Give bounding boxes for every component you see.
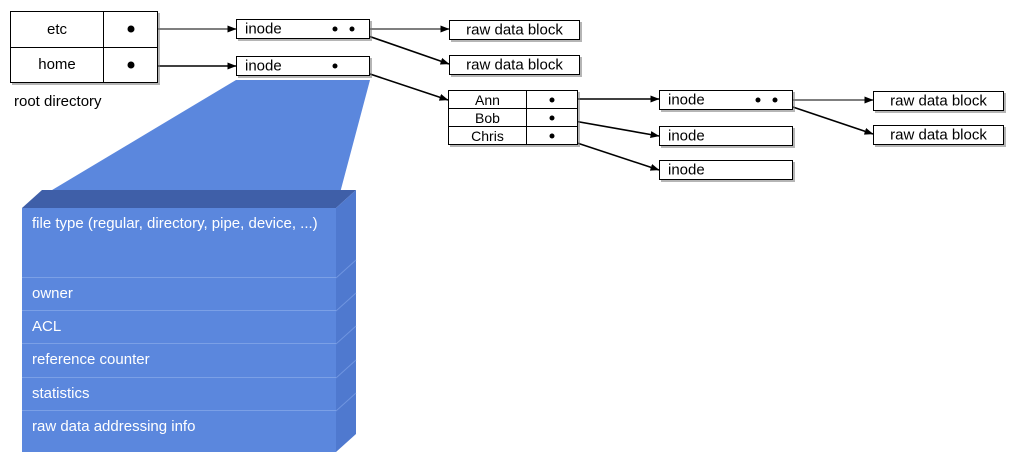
root-entry-name-etc: etc: [11, 12, 104, 47]
inode-field-raw-data-addressing: raw data addressing info: [32, 418, 196, 435]
pointer-dot-icon: [772, 97, 778, 103]
pointer-dot-icon: [549, 115, 555, 120]
root-entry-pointer-home[interactable]: [104, 48, 157, 83]
inode-box-bob[interactable]: inode: [659, 126, 793, 146]
inode-label: inode: [668, 127, 705, 145]
table-row[interactable]: Ann: [449, 91, 577, 109]
root-directory-table[interactable]: etc home: [10, 11, 158, 83]
table-row[interactable]: Chris: [449, 127, 577, 144]
pointer-dot-icon: [549, 97, 555, 102]
inode-field-acl: ACL: [22, 311, 336, 344]
table-row[interactable]: home: [11, 47, 157, 83]
root-entry-pointer-etc[interactable]: [104, 12, 157, 47]
inode-box-chris[interactable]: inode: [659, 160, 793, 180]
table-row[interactable]: etc: [11, 12, 157, 48]
inode-label: inode: [668, 161, 705, 179]
block-side-dividers: [335, 259, 357, 412]
block-side-face: [336, 190, 356, 452]
raw-data-block-label: raw data block: [890, 126, 987, 144]
home-entry-pointer-chris[interactable]: [527, 127, 577, 144]
raw-data-block-etc-1[interactable]: raw data block: [449, 20, 580, 40]
table-row[interactable]: Bob: [449, 109, 577, 127]
inode-field-owner: owner: [22, 278, 336, 311]
inode-detail-block: file type (regular, directory, pipe, dev…: [22, 208, 336, 452]
inode-field-file-type: file type (regular, directory, pipe, dev…: [22, 208, 336, 278]
raw-data-block-label: raw data block: [466, 21, 563, 39]
inode-label: inode: [245, 20, 282, 38]
home-entry-name-ann: Ann: [449, 91, 527, 108]
home-entry-pointer-ann[interactable]: [527, 91, 577, 108]
pointer-dot-icon: [332, 63, 338, 69]
home-directory-table[interactable]: Ann Bob Chris: [448, 90, 578, 145]
pointer-dot-icon: [332, 26, 338, 32]
raw-data-block-ann-2[interactable]: raw data block: [873, 125, 1004, 145]
pointer-dot-icon: [549, 133, 555, 138]
home-entry-pointer-bob[interactable]: [527, 109, 577, 126]
raw-data-block-label: raw data block: [890, 92, 987, 110]
inode-field-statistics: statistics: [22, 378, 336, 411]
pointer-dot-icon: [349, 26, 355, 32]
root-directory-caption: root directory: [14, 93, 102, 110]
home-entry-name-chris: Chris: [449, 127, 527, 144]
raw-data-block-ann-1[interactable]: raw data block: [873, 91, 1004, 111]
inode-box-ann[interactable]: inode: [659, 90, 793, 110]
pointer-dot-icon: [127, 61, 134, 69]
pointer-dot-icon: [127, 25, 134, 33]
home-entry-name-bob: Bob: [449, 109, 527, 126]
pointer-dot-icon: [755, 97, 761, 103]
block-top-face: [22, 190, 356, 208]
inode-label: inode: [668, 91, 705, 109]
inode-box-home[interactable]: inode: [236, 56, 370, 76]
root-entry-name-home: home: [11, 47, 104, 82]
inode-box-etc[interactable]: inode: [236, 19, 370, 39]
raw-data-block-etc-2[interactable]: raw data block: [449, 55, 580, 75]
inode-field-reference-counter: reference counter: [22, 344, 336, 378]
raw-data-block-label: raw data block: [466, 56, 563, 74]
inode-label: inode: [245, 57, 282, 75]
